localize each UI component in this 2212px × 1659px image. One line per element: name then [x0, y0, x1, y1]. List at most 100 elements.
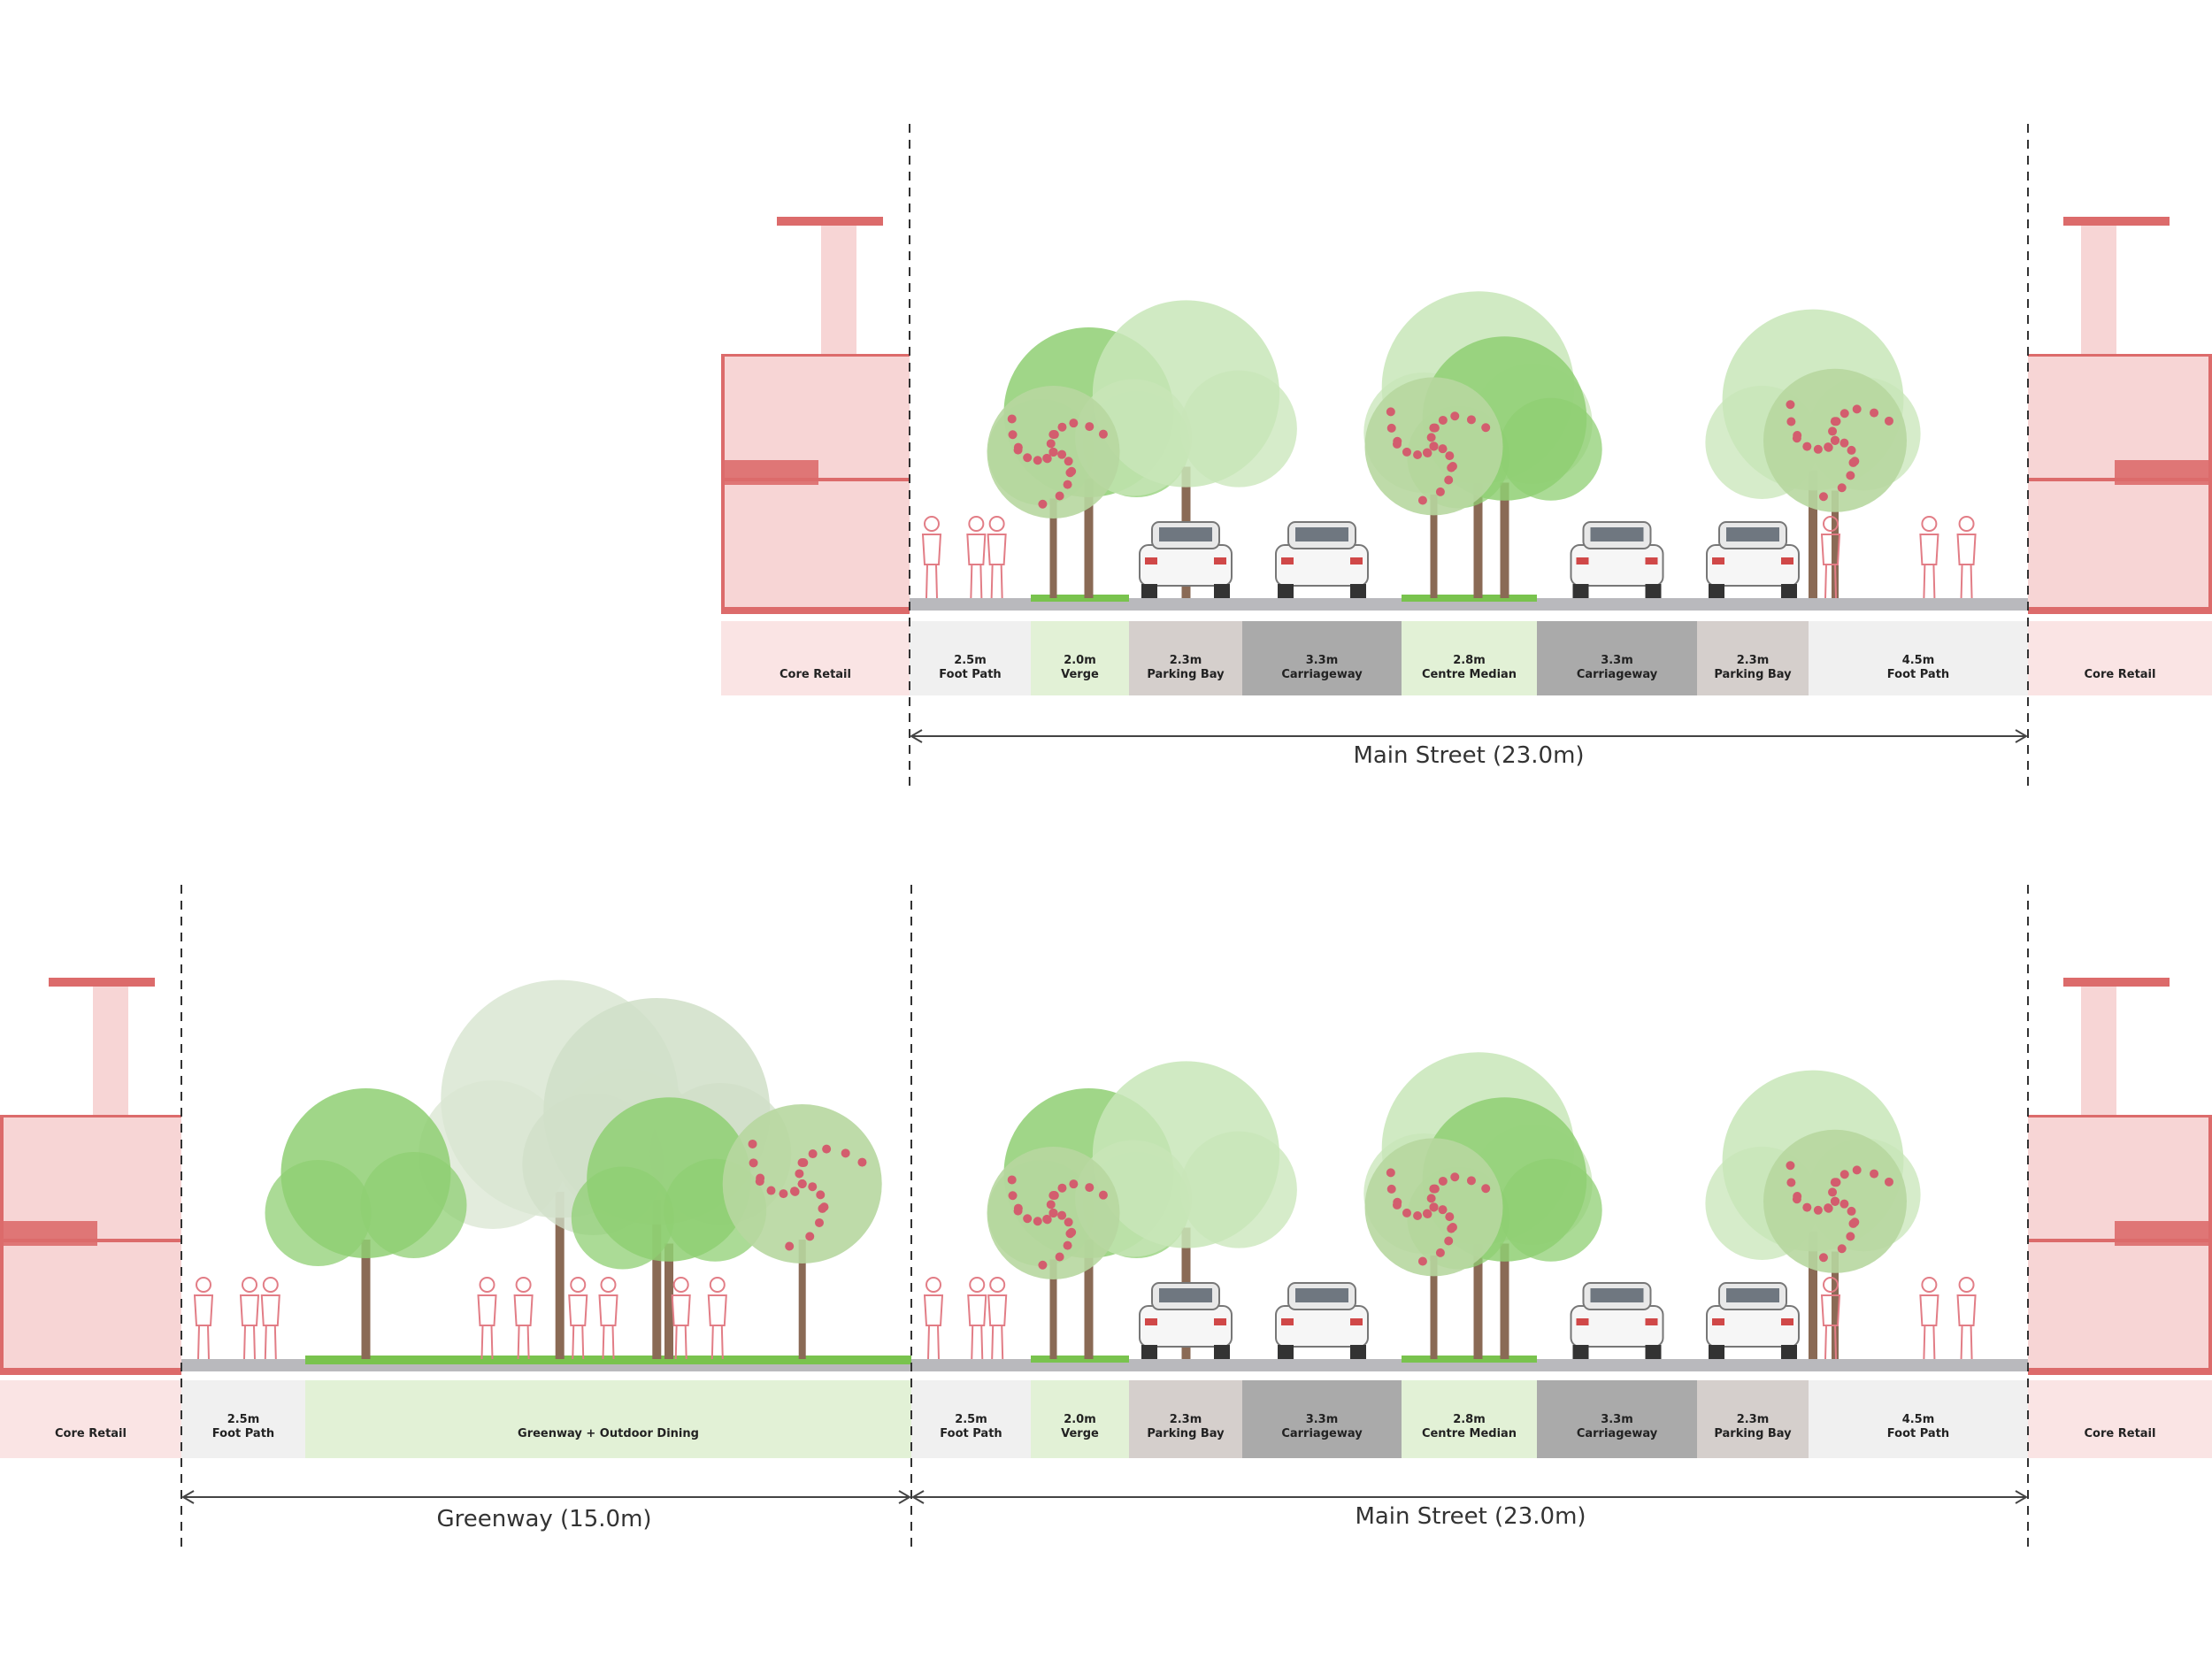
- tree-canopy: [571, 1166, 674, 1270]
- person-legs: [1960, 564, 1973, 599]
- tree-trunk: [1084, 1240, 1094, 1359]
- car-body: [1275, 1305, 1369, 1348]
- tree-trunk: [1473, 1224, 1483, 1359]
- car-body: [1275, 544, 1369, 587]
- awning: [721, 460, 818, 485]
- car-window: [1726, 1288, 1779, 1302]
- blossom: [1413, 1211, 1423, 1221]
- tree-trunk: [1832, 1251, 1839, 1359]
- pedestrian: [1919, 516, 1939, 599]
- segment-width-label: 2.0m: [1064, 1413, 1096, 1426]
- segment-name-label: Foot Path: [212, 1427, 274, 1440]
- person-head: [1958, 1277, 1975, 1293]
- car-wheel: [1350, 1345, 1366, 1359]
- segment-name-label: Foot Path: [1887, 668, 1949, 681]
- person-body: [1820, 534, 1841, 565]
- ground-line: [2028, 607, 2212, 614]
- person-legs: [1923, 564, 1936, 599]
- blossom: [1818, 492, 1828, 502]
- awning: [0, 1221, 97, 1246]
- tree-trunk: [1473, 463, 1483, 598]
- person-head: [600, 1277, 617, 1293]
- blossom: [1831, 435, 1839, 445]
- segment-band: [1031, 1380, 1129, 1458]
- blossom: [1023, 453, 1033, 463]
- car-wheel: [1781, 584, 1797, 598]
- pedestrian: [1956, 516, 1977, 599]
- person-legs: [926, 564, 938, 599]
- blossom: [1448, 1223, 1457, 1233]
- tree-blossom-verge: [987, 1147, 1120, 1359]
- car: [1570, 521, 1664, 598]
- segment-name-label: Core Retail: [55, 1427, 127, 1440]
- segment-name-label: Parking Bay: [1147, 668, 1225, 681]
- person-body: [513, 1294, 534, 1326]
- person-body: [987, 534, 1007, 565]
- person-body: [1956, 534, 1977, 565]
- person-legs: [1923, 1325, 1936, 1360]
- car-window: [1159, 1288, 1212, 1302]
- blossom: [1429, 1202, 1439, 1212]
- segment-band: [1031, 621, 1129, 695]
- person-body: [1820, 1294, 1841, 1326]
- segment-width-label: 2.3m: [1737, 654, 1770, 667]
- blossom: [766, 1186, 776, 1195]
- segment-band: [1537, 621, 1697, 695]
- car: [1706, 521, 1800, 598]
- blossom: [1438, 444, 1448, 454]
- person-legs: [1960, 1325, 1973, 1360]
- blossom: [814, 1217, 824, 1227]
- blossom: [1828, 1187, 1838, 1197]
- building-right: [2028, 217, 2212, 614]
- person-legs: [927, 1325, 940, 1360]
- car-window: [1159, 527, 1212, 541]
- segment-band: [1402, 1380, 1537, 1458]
- tree-blossom-median: [1364, 1138, 1503, 1359]
- blossom: [1042, 454, 1052, 464]
- blossom: [1057, 422, 1067, 432]
- tree-trunk: [1809, 471, 1817, 598]
- segment-band: [2028, 1380, 2212, 1458]
- blossom: [1057, 449, 1067, 459]
- car-wheel: [1350, 584, 1366, 598]
- segment-width-label: 2.5m: [954, 654, 987, 667]
- person-head: [1823, 1277, 1839, 1293]
- blossom: [1423, 1210, 1432, 1219]
- person-body: [1919, 534, 1939, 565]
- car-window: [1295, 527, 1348, 541]
- diner: [598, 1277, 618, 1360]
- blossom: [797, 1179, 807, 1188]
- blossom: [1067, 466, 1077, 476]
- car-light: [1281, 557, 1294, 565]
- person-legs: [264, 1325, 277, 1360]
- segment-band: [1129, 1380, 1242, 1458]
- car-body: [1706, 544, 1800, 587]
- blossom: [1824, 1203, 1833, 1213]
- blossom: [1033, 456, 1042, 465]
- blossom: [1064, 1217, 1073, 1227]
- blossom: [1847, 1206, 1856, 1216]
- upper-storey: [93, 982, 128, 1115]
- car-wheel: [1709, 1345, 1724, 1359]
- blossom: [1884, 1177, 1893, 1187]
- person-legs: [991, 1325, 1004, 1360]
- person-body: [193, 1294, 214, 1326]
- tree-trunk: [652, 1200, 662, 1359]
- segment-width-label: 2.3m: [1170, 1413, 1202, 1426]
- blossom: [841, 1148, 850, 1158]
- blossom: [1852, 404, 1862, 414]
- blossom: [1445, 1212, 1455, 1222]
- tree-trunk: [1500, 482, 1509, 598]
- person-body: [239, 1294, 260, 1326]
- person-legs: [480, 1325, 494, 1360]
- segment-band: [2028, 621, 2212, 695]
- car-window: [1590, 1288, 1644, 1302]
- tree-canopy: [1499, 397, 1602, 501]
- arrow-right: [2015, 729, 2028, 743]
- car-light: [1214, 557, 1226, 565]
- blossom: [1450, 411, 1460, 421]
- blossom: [1067, 1227, 1077, 1237]
- blossom: [1085, 1183, 1094, 1193]
- blossom: [1413, 450, 1423, 460]
